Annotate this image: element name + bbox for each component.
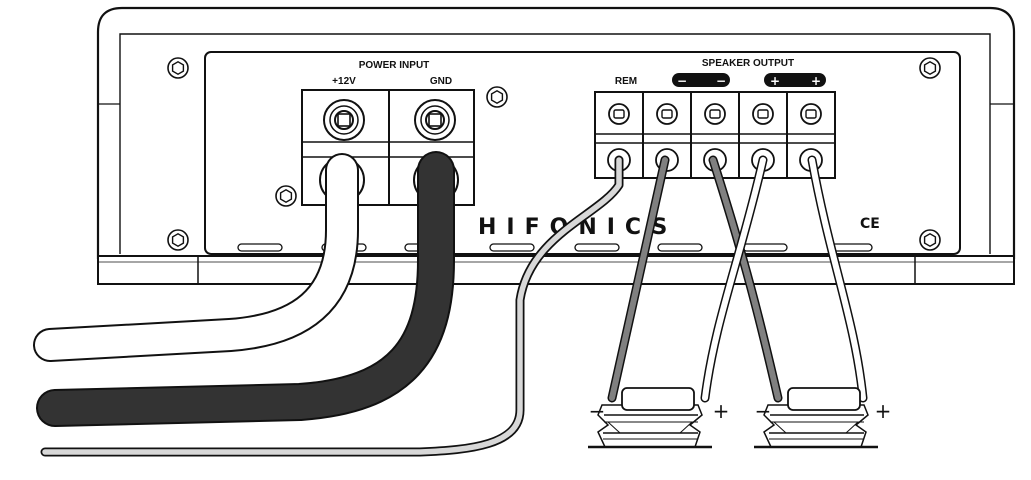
- speaker-1-plus: +: [713, 399, 730, 423]
- negative-pill: − −: [672, 73, 730, 88]
- speaker-2-minus: −: [755, 399, 772, 423]
- gnd-set-screw-icon: [414, 99, 456, 141]
- hex-screw-icon: [275, 185, 297, 207]
- rem-label: REM: [615, 76, 637, 87]
- speaker-terminal-screws: [607, 103, 823, 172]
- speaker-1-minus: −: [589, 399, 606, 423]
- mounting-screws: [167, 57, 941, 251]
- hex-screw-icon: [486, 86, 508, 108]
- pill-negative-left: −: [677, 74, 687, 88]
- speaker-output-label: SPEAKER OUTPUT: [702, 58, 794, 69]
- gnd-label: GND: [430, 76, 452, 87]
- plus12v-set-screw-icon: [323, 99, 365, 141]
- speaker-2: − +: [754, 387, 892, 449]
- speaker-wires: [607, 155, 868, 403]
- speaker-2-plus: +: [875, 399, 892, 423]
- hex-screw-icon: [167, 57, 189, 79]
- hex-screw-icon: [919, 229, 941, 251]
- ce-mark: CE: [860, 216, 880, 232]
- plus12v-label: +12V: [332, 76, 356, 87]
- terminal-screw-icon: [703, 103, 727, 172]
- pill-positive-right: +: [811, 74, 821, 88]
- remote-wire: [40, 155, 624, 457]
- power-input-label: POWER INPUT: [359, 60, 430, 71]
- positive-pill: + +: [764, 73, 826, 88]
- hex-screw-icon: [167, 229, 189, 251]
- ground-wire: [36, 151, 455, 427]
- speaker-1: − +: [588, 387, 730, 449]
- hex-screw-icon: [919, 57, 941, 79]
- pill-negative-right: −: [716, 74, 726, 88]
- power-12v-wire: [33, 153, 359, 362]
- pill-positive-left: +: [770, 74, 780, 88]
